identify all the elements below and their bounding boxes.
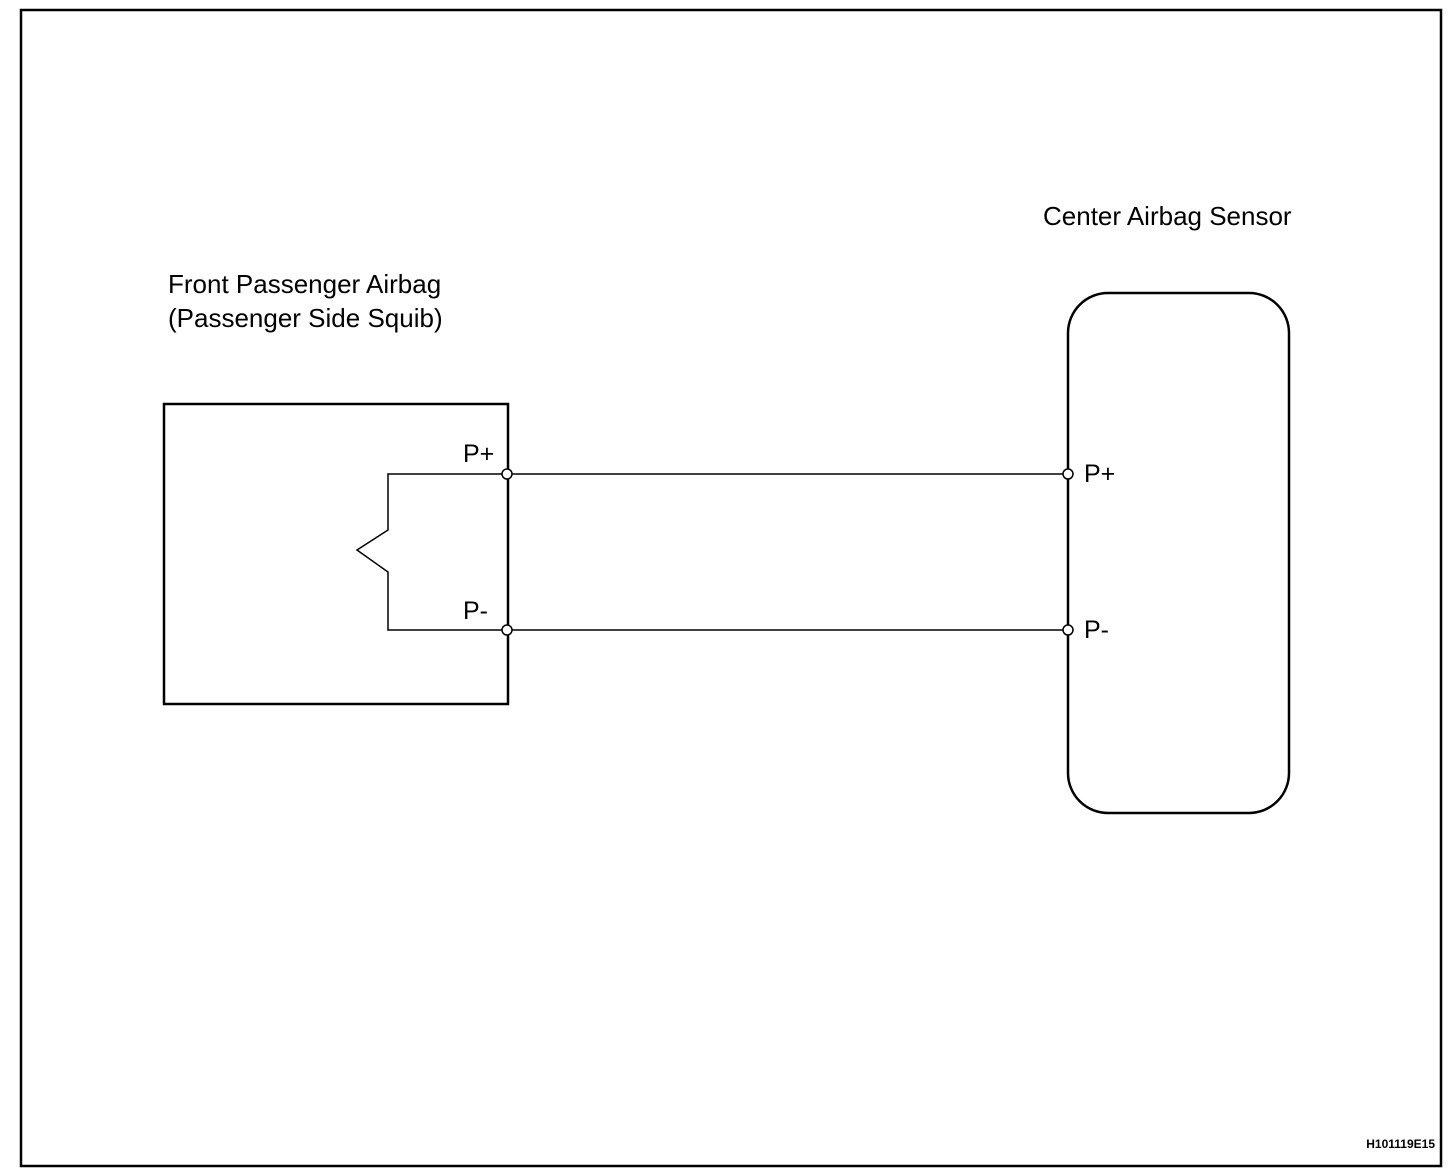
- airbag-pin-minus-label: P-: [463, 597, 488, 625]
- sensor-terminal-p-minus: [1062, 624, 1074, 636]
- sensor-box: [1066, 291, 1291, 815]
- airbag-terminal-p-plus: [501, 468, 513, 480]
- center-airbag-sensor: Center Airbag Sensor P+ P-: [1043, 201, 1292, 815]
- figure-code: H101119E15: [1366, 1137, 1435, 1151]
- diagram-frame: [19, 8, 1443, 1168]
- squib-element: [355, 473, 507, 631]
- sensor-pin-plus-label: P+: [1084, 460, 1115, 488]
- airbag-pin-plus-label: P+: [463, 440, 494, 468]
- sensor-title: Center Airbag Sensor: [1043, 201, 1292, 231]
- sensor-terminal-p-plus: [1062, 468, 1074, 480]
- front-passenger-airbag: Front Passenger Airbag (Passenger Side S…: [162, 269, 510, 706]
- airbag-terminal-p-minus: [501, 624, 513, 636]
- airbag-title-line1: Front Passenger Airbag: [168, 269, 441, 299]
- sensor-pin-minus-label: P-: [1084, 616, 1109, 644]
- airbag-box: [162, 402, 510, 706]
- airbag-title-line2: (Passenger Side Squib): [168, 303, 443, 333]
